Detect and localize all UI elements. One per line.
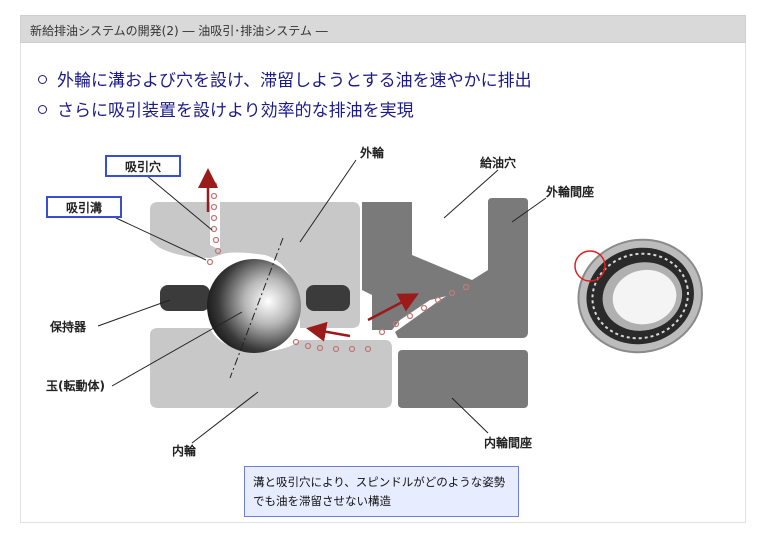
ball-label: 玉(転動体) [46, 378, 105, 393]
retainer-label: 保持器 [49, 319, 87, 334]
flow-arrow-left [306, 321, 351, 342]
suction-groove-label: 吸引溝 [66, 200, 102, 215]
bullet-item-2: さらに吸引装置を設けより効率的な排油を実現 [38, 96, 414, 121]
ball-shape [207, 259, 301, 353]
retainer-right [306, 285, 350, 311]
page-title: 新給排油システムの開発(2) ― 油吸引･排油システム ― [30, 24, 328, 38]
explanation-note: 溝と吸引穴により、スピンドルがどのような姿勢でも油を滞留させない構造 [244, 466, 519, 517]
inner-ring-shape [150, 328, 392, 408]
outer-ring-label: 外輪 [360, 145, 385, 160]
flow-arrow-diagonal [367, 293, 419, 322]
inner-ring-spacer-label: 内輪間座 [484, 435, 532, 450]
highlight-circle [574, 250, 606, 282]
bullet-item-1: 外輪に溝および穴を設け、滞留しようとする油を速やかに排出 [38, 66, 532, 91]
leader-lines [97, 159, 547, 444]
bearing-photo [577, 238, 703, 354]
retainer-left [160, 285, 210, 311]
outer-ring-spacer-shape [395, 198, 528, 338]
bullet-text: さらに吸引装置を設けより効率的な排油を実現 [57, 101, 414, 121]
bullet-circle-icon [38, 74, 47, 84]
inner-ring-spacer-shape [398, 350, 528, 408]
oil-droplets [206, 181, 470, 353]
content-frame [20, 43, 746, 523]
bullet-text: 外輪に溝および穴を設け、滞留しようとする油を速やかに排出 [57, 71, 532, 91]
bullet-circle-icon [38, 104, 47, 114]
suction-groove-callout [46, 196, 122, 218]
oil-supply-hole-label: 給油穴 [480, 155, 516, 170]
inner-ring-label: 内輪 [172, 443, 197, 458]
suction-hole-callout [105, 155, 181, 177]
page-header: 新給排油システムの開発(2) ― 油吸引･排油システム ― [20, 15, 746, 43]
suction-hole-label: 吸引穴 [125, 159, 161, 174]
outer-ring-spacer-label: 外輪間座 [546, 184, 594, 199]
oil-supply-nozzle [362, 202, 472, 330]
